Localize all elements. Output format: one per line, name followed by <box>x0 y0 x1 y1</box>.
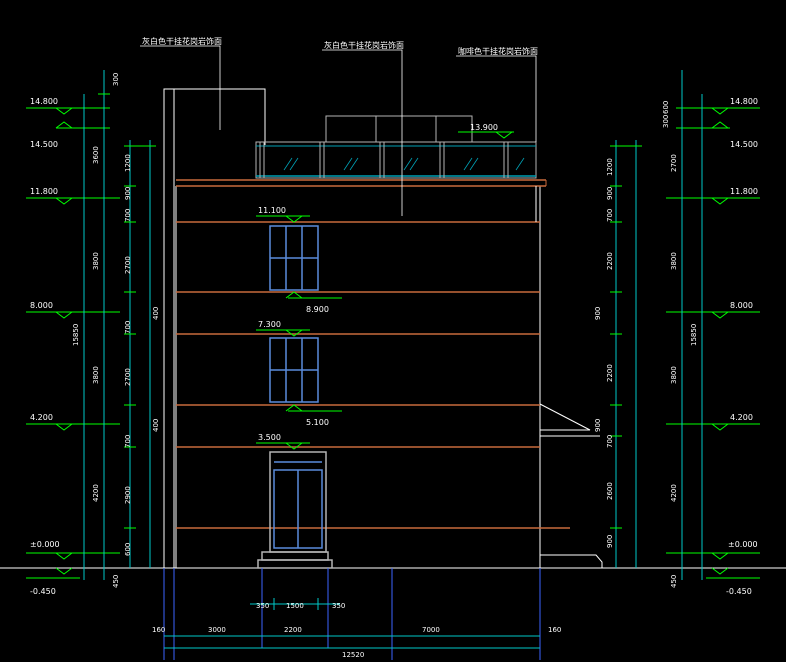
left-outer-dim-4: 3800 <box>92 366 100 384</box>
leader-right <box>456 55 537 142</box>
left-outer-dim-5: 4200 <box>92 484 100 502</box>
right-outer-dim-4: 3800 <box>670 252 678 270</box>
leader-left <box>140 45 221 130</box>
left-dim-verticals <box>83 70 151 580</box>
right-inner-dim-3: 700 <box>606 209 614 222</box>
left-level-6: ±0.000 <box>30 540 60 549</box>
right-level-5: 4.200 <box>730 413 753 422</box>
right-level-4: 8.000 <box>730 301 753 310</box>
left-level-3: 11.800 <box>30 187 58 196</box>
stair-tower <box>174 88 266 145</box>
bottom-dim-5: 160 <box>548 626 561 634</box>
rear-railing <box>325 115 473 143</box>
right-inner-dim-9: 2600 <box>606 482 614 500</box>
left-inner-dim-5: 700 <box>124 321 132 334</box>
level-top-floor: 11.100 <box>258 206 286 215</box>
right-outer-dim-6: 4200 <box>670 484 678 502</box>
side-steps <box>540 554 603 568</box>
bottom-dim-1: 160 <box>152 626 165 634</box>
right-inner-dim-2: 900 <box>606 187 614 200</box>
left-inner-dim-2: 900 <box>124 187 132 200</box>
level-third-floor: 7.300 <box>258 320 281 329</box>
left-inner-dim-9: 600 <box>124 543 132 556</box>
left-outer-dim-2: 3600 <box>92 146 100 164</box>
left-outer-dim-6: 450 <box>112 575 120 588</box>
note-left: 灰白色干挂花岗岩饰面 <box>142 36 222 46</box>
building-outline <box>0 88 786 569</box>
level-second-window: 5.100 <box>306 418 329 427</box>
left-outer-dim-1: 300 <box>112 73 120 86</box>
right-dim-verticals <box>615 70 703 580</box>
right-outer-dim-texts: 600 300 2700 3800 3800 4200 450 15850 <box>662 101 698 588</box>
bottom-dim-lines <box>164 598 540 649</box>
left-dimension-lines <box>26 107 120 579</box>
left-mid-dim-2: 400 <box>152 419 160 432</box>
door-dim-1: 350 <box>256 602 269 610</box>
left-total-dim: 15850 <box>72 324 80 346</box>
right-outer-dim-3: 2700 <box>670 154 678 172</box>
level-second-floor: 3.500 <box>258 433 281 442</box>
left-level-7: -0.450 <box>30 587 56 596</box>
left-level-5: 4.200 <box>30 413 53 422</box>
right-outer-dim-7: 450 <box>670 575 678 588</box>
left-dim-ticks <box>98 93 156 529</box>
right-level-7: -0.450 <box>726 587 752 596</box>
right-outer-dim-5: 3800 <box>670 366 678 384</box>
right-level-6: ±0.000 <box>728 540 758 549</box>
left-inner-dim-4: 2700 <box>124 256 132 274</box>
glass-hatch <box>283 157 525 171</box>
right-inner-dim-1: 1200 <box>606 158 614 176</box>
bottom-dim-4: 7000 <box>422 626 440 634</box>
side-canopy <box>539 403 591 431</box>
bottom-total-dim: 12520 <box>342 651 364 659</box>
floor-bands <box>176 179 570 529</box>
right-dim-ticks <box>610 145 642 529</box>
bottom-dim-2: 3000 <box>208 626 226 634</box>
left-outer-dim-texts: 300 3600 3800 3800 4200 450 15850 <box>72 73 120 588</box>
right-inner-dim-6: 2200 <box>606 364 614 382</box>
left-inner-dim-7: 700 <box>124 435 132 448</box>
building-level-markers <box>256 131 514 450</box>
bottom-dim-3: 2200 <box>284 626 302 634</box>
right-dimension-lines <box>666 107 760 579</box>
right-level-3: 11.800 <box>730 187 758 196</box>
left-inner-dim-texts: 1200 900 700 2700 700 2700 700 2900 600 … <box>124 154 160 556</box>
right-inner-dim-texts: 1200 900 700 2200 900 2200 900 700 2600 … <box>594 158 614 548</box>
left-pilaster <box>163 88 175 569</box>
entrance-door <box>257 451 333 569</box>
right-inner-dim-8: 700 <box>606 435 614 448</box>
leader-center <box>322 49 403 216</box>
level-third-window: 8.900 <box>306 305 329 314</box>
right-outer-dim-1: 600 <box>662 101 670 114</box>
right-inner-dim-10: 900 <box>606 535 614 548</box>
right-inner-dim-4: 2200 <box>606 252 614 270</box>
left-inner-dim-6: 2700 <box>124 368 132 386</box>
left-mid-dim-1: 400 <box>152 307 160 320</box>
roof-railing <box>255 115 547 222</box>
left-level-2: 14.500 <box>30 140 58 149</box>
upper-window <box>269 225 319 291</box>
glass-railing <box>255 141 537 179</box>
left-inner-dim-8: 2900 <box>124 486 132 504</box>
left-inner-dim-3: 700 <box>124 209 132 222</box>
left-inner-dim-1: 1200 <box>124 154 132 172</box>
right-outer-dim-2: 300 <box>662 115 670 128</box>
bottom-grid-lines <box>163 568 541 660</box>
left-level-4: 8.000 <box>30 301 53 310</box>
door-dim-2: 1500 <box>286 602 304 610</box>
note-right: 咖啡色干挂花岗岩饰面 <box>458 46 538 56</box>
right-inner-dim-7: 900 <box>594 419 602 432</box>
door-dim-3: 350 <box>332 602 345 610</box>
level-roof-rail: 13.900 <box>470 123 498 132</box>
left-outer-dim-3: 3800 <box>92 252 100 270</box>
right-inner-dim-5: 900 <box>594 307 602 320</box>
right-level-1: 14.800 <box>730 97 758 106</box>
right-total-dim: 15850 <box>690 324 698 346</box>
right-level-2: 14.500 <box>730 140 758 149</box>
note-center: 灰白色干挂花岗岩饰面 <box>324 40 404 50</box>
left-level-1: 14.800 <box>30 97 58 106</box>
middle-window <box>269 337 319 403</box>
note-leaders <box>140 45 537 216</box>
